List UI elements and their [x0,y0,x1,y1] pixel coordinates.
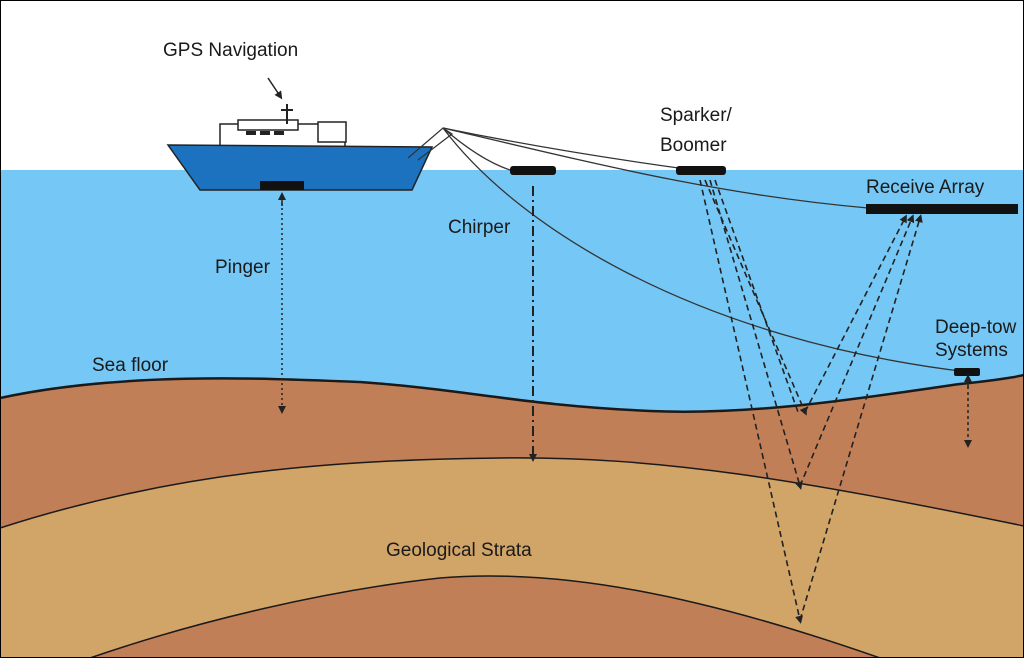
ray-down-4 [714,179,799,413]
deep-tow-label-line2: Systems [935,340,1008,361]
strata-boundary-1 [0,457,1024,529]
ship-cabin-upper [237,119,299,131]
chirper-device [510,166,556,175]
ray-down-3 [699,179,804,624]
deep-tow-label-line1: Deep-tow [935,317,1017,338]
ray-up-2 [799,214,915,487]
survey-ship [166,104,434,191]
ship-window [274,131,284,135]
ray-up-1 [804,214,907,413]
sea-floor-label: Sea floor [92,355,169,376]
sparker-rays [699,179,808,624]
ray-down-2 [709,179,803,490]
deep-tow-device [954,368,980,376]
reflected-rays [799,214,923,621]
tow-cable-sparker [442,127,694,171]
gps-navigation-label: GPS Navigation [163,40,298,61]
tow-cable-chirper [442,127,511,171]
strata-boundary-2 [89,575,881,658]
pinger-label: Pinger [215,257,271,278]
sparker-label-line1: Sparker/ [660,105,733,126]
receive-array-label: Receive Array [866,177,985,198]
ship-hull [166,144,434,191]
ship-funnel [317,121,347,143]
chirper-label: Chirper [448,217,511,238]
sea-floor-line [0,373,1024,414]
gps-arrow [267,77,283,100]
ship-window [260,131,270,135]
pinger-transducer [260,181,304,190]
geological-strata-label: Geological Strata [386,540,532,561]
tow-cable-deep-tow [442,127,969,373]
ship-window [246,131,256,135]
sparker-label-line2: Boomer [660,135,727,156]
sediment-lower-layer [90,575,880,658]
tow-cable-receive-array [442,127,869,209]
sediment-middle-layer [0,457,1024,658]
sparker-boomer-device [676,166,726,175]
receive-array-device [866,204,1018,214]
